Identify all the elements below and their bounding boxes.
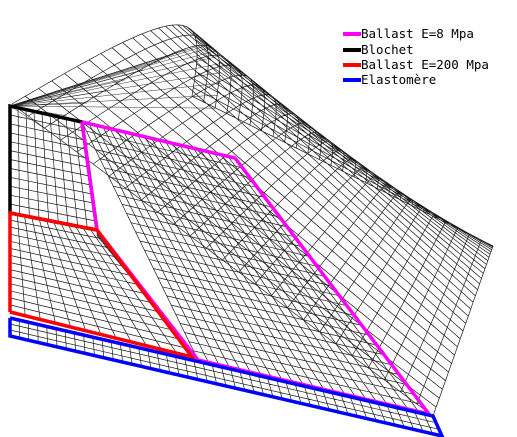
curved-surface-mesh (11, 24, 494, 417)
legend-item-blochet: Blochet (343, 42, 414, 57)
legend-label-ballast-stiff: Ballast E=200 Mpa (361, 57, 489, 72)
legend-label-elastomere: Elastomère (361, 72, 436, 87)
legend: Ballast E=8 Mpa Blochet Ballast E=200 Mp… (343, 26, 489, 87)
elastomere-mesh (9, 317, 443, 437)
ballast-soft-mesh (81, 121, 430, 415)
ballast-stiff-outline (8, 210, 197, 360)
legend-item-ballast-stiff: Ballast E=200 Mpa (343, 57, 489, 72)
legend-label-ballast-soft: Ballast E=8 Mpa (361, 26, 474, 41)
legend-item-ballast-soft: Ballast E=8 Mpa (343, 26, 474, 41)
elastomere-outline (8, 316, 445, 437)
apex-fan-mesh (9, 45, 221, 130)
legend-item-elastomere: Elastomère (343, 72, 436, 87)
legend-label-blochet: Blochet (361, 42, 414, 57)
